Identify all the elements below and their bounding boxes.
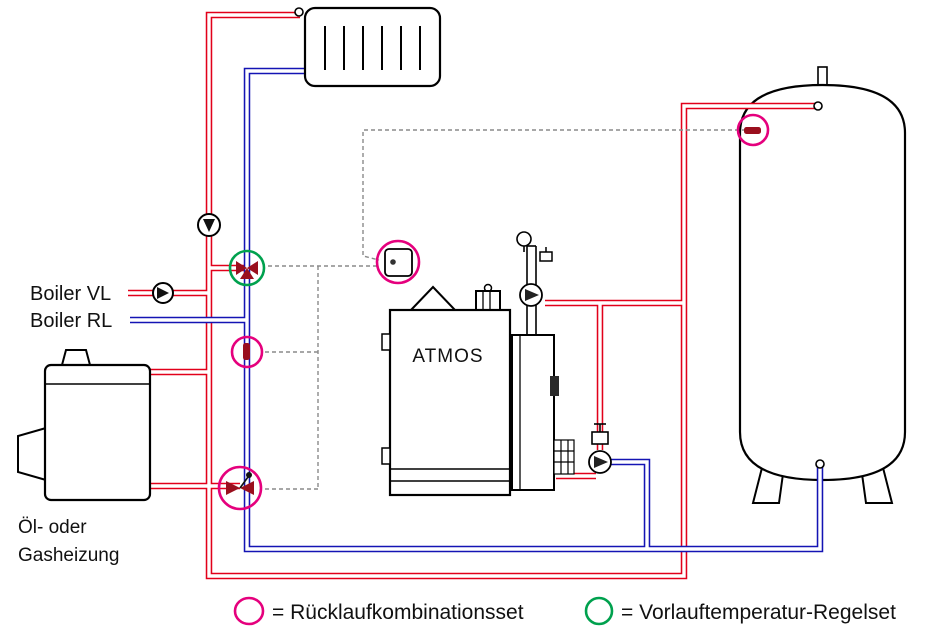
atmos-hinge-bottom [381,447,391,465]
legend: = Rücklaufkombinationsset = Vorlauftempe… [233,596,896,626]
oil-boiler-burner [17,426,47,482]
thermostat-dial-icon [390,259,396,265]
legend-pink-label: = Rücklaufkombinationsset [272,601,524,624]
return-mixing-assembly [588,423,612,474]
control-thermostat [384,248,413,277]
tank-sensor [744,127,761,134]
radiator-body [303,6,442,88]
pump-boiler-vl [152,282,174,304]
buffer-tank [738,66,907,504]
panel-body [511,334,555,491]
sensor-wires [263,129,746,490]
radiator [294,6,442,88]
tank-body [738,83,907,482]
return-line-sensor [243,343,250,360]
return-combination-valve [226,472,254,495]
radiator-inlet-fitting [294,7,304,17]
marker-pink-return-sensor [230,335,264,369]
heat-exchanger-panel [511,334,575,491]
pump-valve-assembly-top [516,231,553,335]
atmos-boiler: ATMOS [381,283,512,497]
marker-pink-return-valve [217,465,263,511]
label-oil-gas-line2: Gasheizung [18,545,119,566]
legend-green-label: = Vorlauftemperatur-Regelset [621,601,896,624]
oil-boiler-flue [61,349,91,366]
marker-pink-tank-sensor [736,113,770,147]
safety-valve-icon [539,251,553,262]
marker-green-circle [228,249,266,287]
label-boiler-rl: Boiler RL [30,310,112,332]
label-oil-gas-line1: Öl- oder [18,517,87,538]
tank-supply-fitting [813,101,823,111]
legend-green-marker-icon [584,596,614,626]
sensor-pocket [550,376,559,396]
atmos-chimney [475,283,501,311]
legend-pink-marker-icon [233,596,265,626]
wire-tank-sensor [362,129,746,261]
atmos-label: ATMOS [412,346,483,367]
pump-main-supply [197,213,221,237]
label-boiler-vl: Boiler VL [30,283,111,305]
exchanger-grid [553,439,575,475]
pressure-gauge-icon [516,231,532,247]
oil-gas-boiler [17,349,152,502]
radiator-fins [324,26,421,70]
tank-return-fitting [815,459,825,469]
vorlauf-control-valve [236,261,258,279]
tank-top-fitting [817,66,828,86]
mixing-valve-body [591,431,609,445]
atmos-body [388,308,512,497]
thermostat-box [384,248,413,277]
oil-boiler-body [43,363,152,502]
marker-pink-control [375,239,421,285]
atmos-top-cowl [408,285,458,311]
atmos-hinge-top [381,333,391,351]
